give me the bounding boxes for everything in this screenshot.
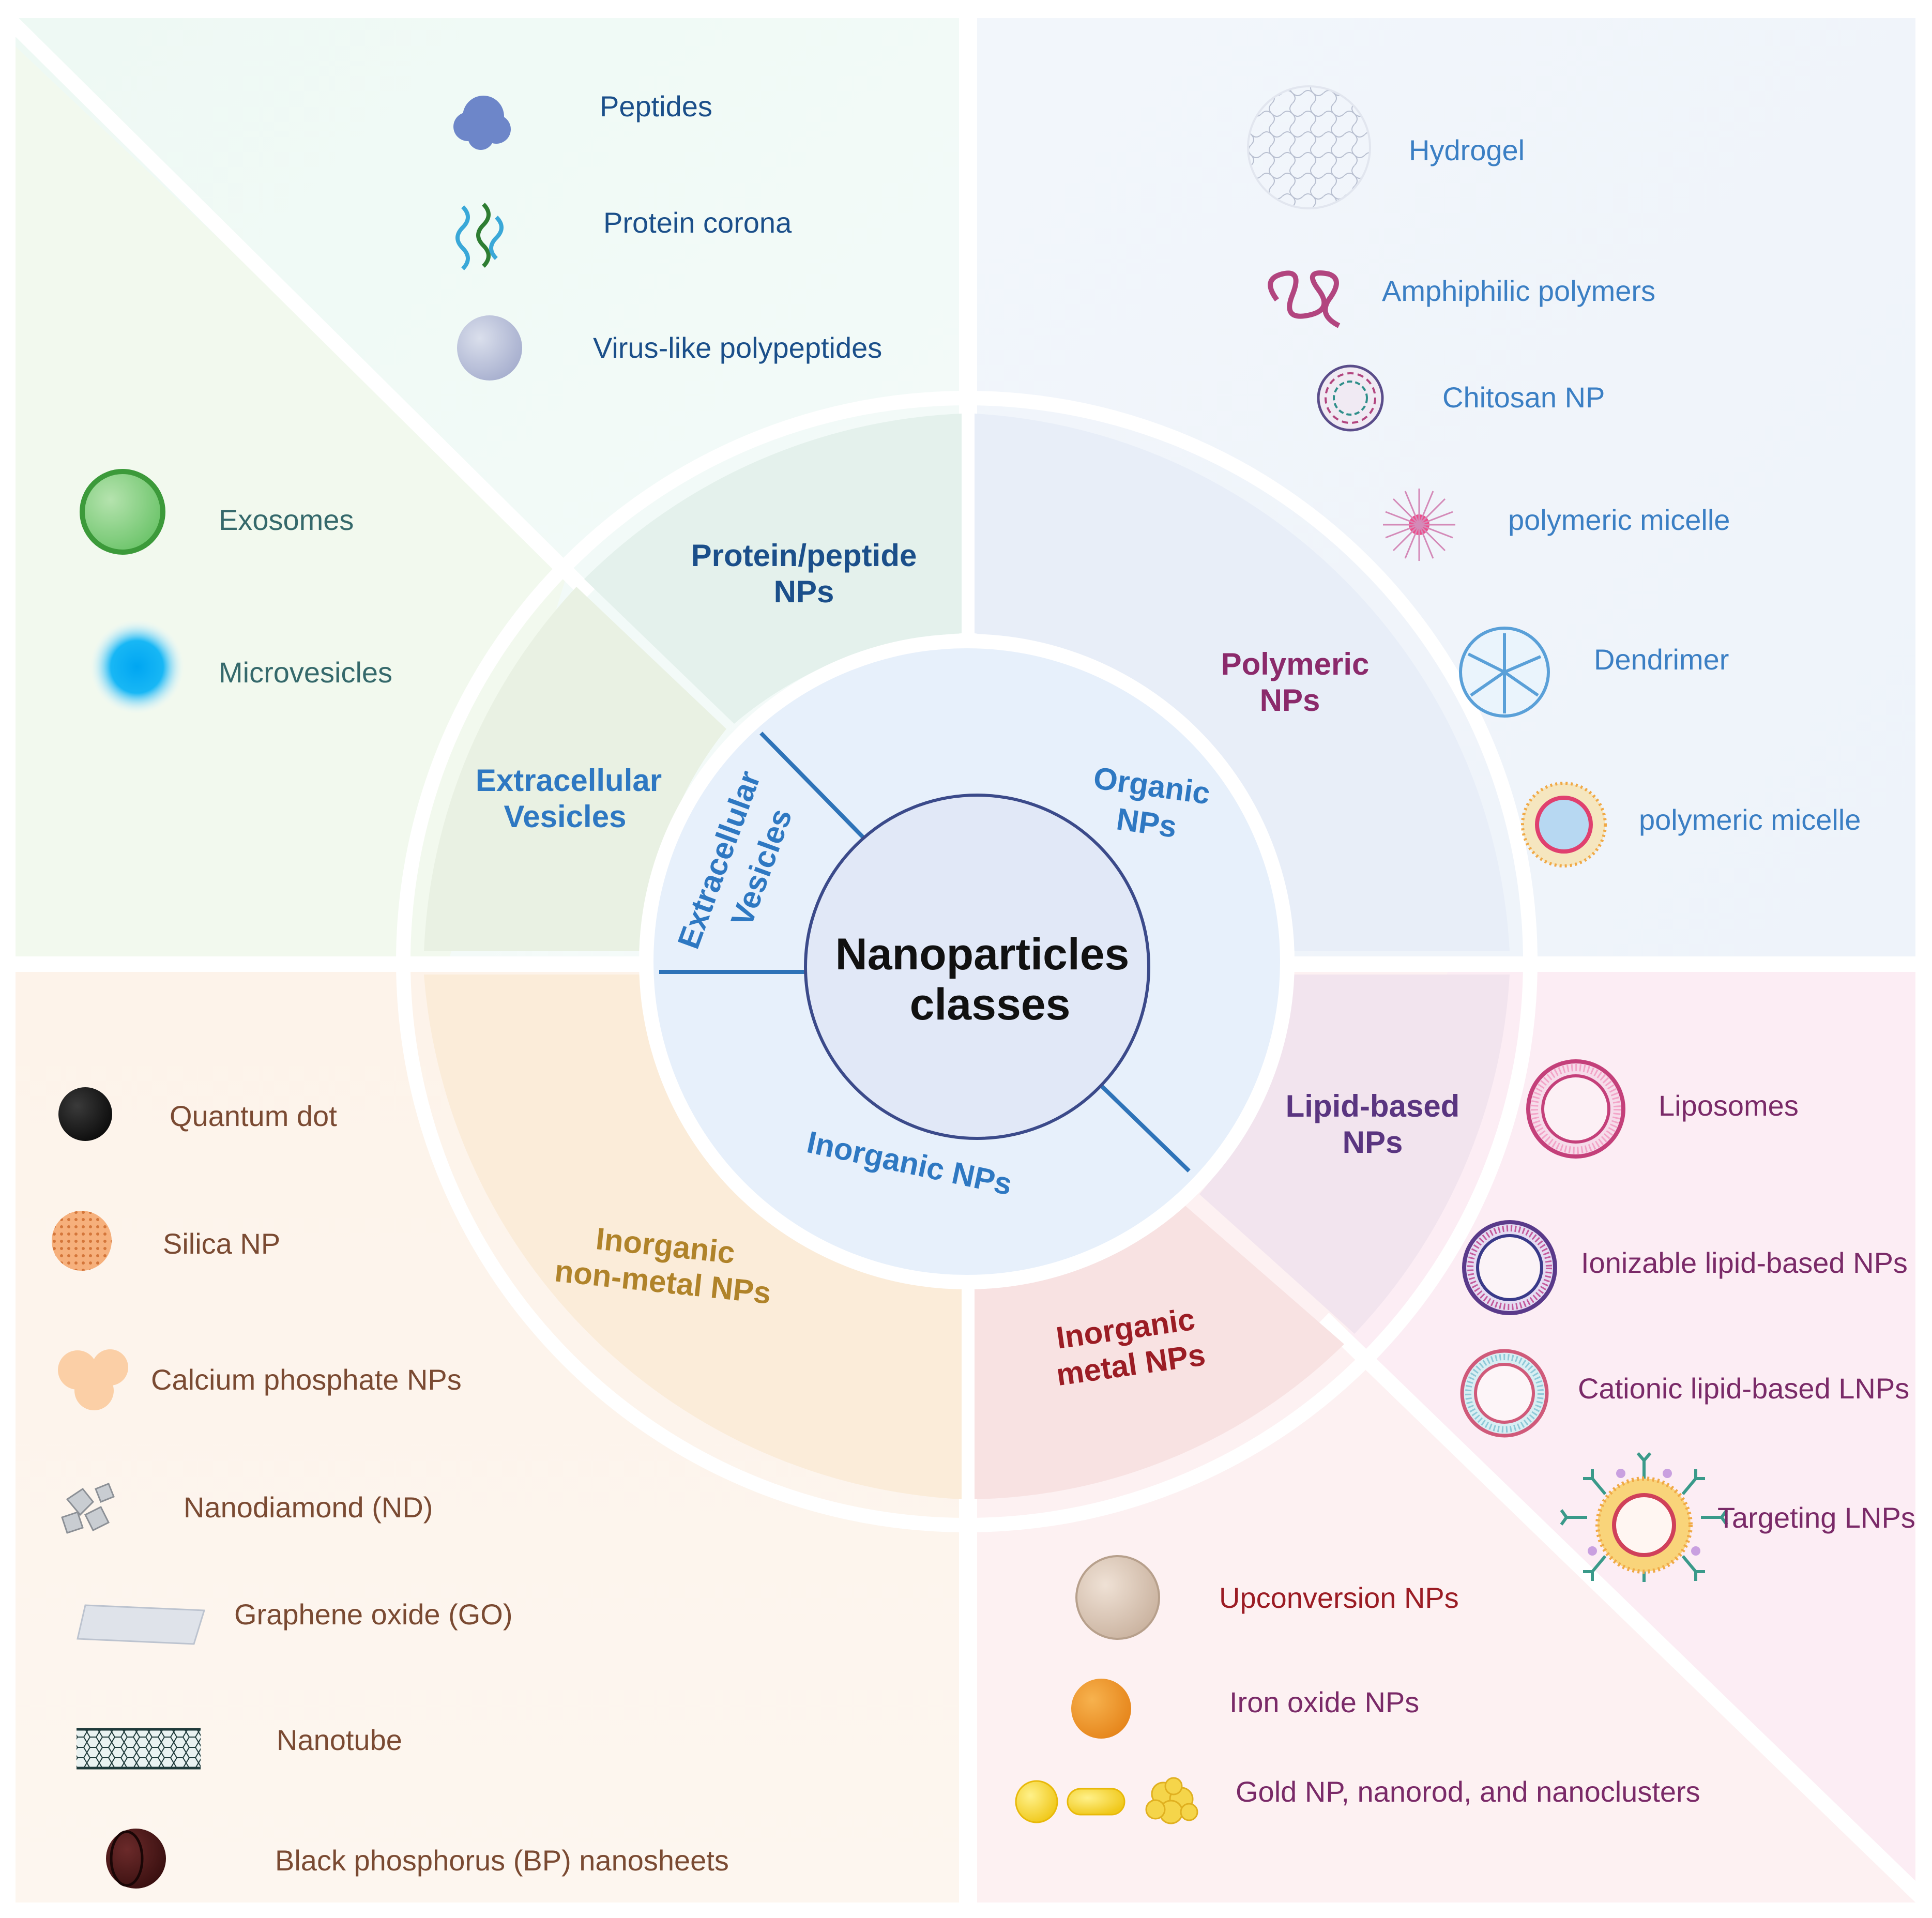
hydrogel-mesh-icon — [1247, 85, 1371, 209]
polymeric-micelle-icon — [1521, 782, 1607, 867]
dendrimer-icon — [1459, 627, 1550, 718]
nonmetal-item-label: Silica NP — [163, 1227, 280, 1260]
metal-items: Upconversion NPs Iron oxide NPs Gold NP,… — [1015, 1555, 1700, 1824]
middle-ring — [424, 414, 1510, 1499]
lipid-item-label: Cationic lipid-based LNPs — [1578, 1372, 1909, 1405]
polymeric-item-label: polymeric micelle — [1508, 504, 1730, 536]
sector-protein-peptide — [584, 414, 962, 724]
lipid-items: Liposomes Ionizable lipid-based NPs Cati… — [1460, 1059, 1915, 1582]
nanodiamond-icon — [61, 1483, 115, 1534]
center-circle — [804, 794, 1150, 1140]
polymeric-item-label: Hydrogel — [1409, 134, 1525, 166]
upconversion-np-icon — [1075, 1555, 1160, 1640]
mid-label-polymeric-1: Polymeric — [1221, 647, 1370, 681]
lipid-wedge-bg — [1344, 972, 1915, 1892]
mid-label-lipid-2: NPs — [1343, 1125, 1403, 1160]
mid-label-polymeric-2: NPs — [1260, 683, 1320, 718]
metal-item-label: Gold NP, nanorod, and nanoclusters — [1236, 1775, 1700, 1808]
metal-item-label: Upconversion NPs — [1219, 1581, 1459, 1614]
mid-label-ev-1: Extracellular — [476, 763, 662, 798]
microvesicle-icon — [89, 619, 185, 714]
inner-ring-dividers — [659, 732, 1191, 1173]
ev-wedge-bg — [16, 47, 569, 956]
mid-label-protein-2: NPs — [774, 574, 834, 609]
silica-np-icon — [52, 1211, 112, 1271]
quantum-dot-icon — [58, 1087, 112, 1141]
protein-item-label: Protein corona — [603, 206, 792, 239]
protein-item-label: Virus-like polypeptides — [593, 331, 882, 364]
liposome-icon — [1526, 1059, 1625, 1159]
middle-ring-outline — [396, 391, 1538, 1532]
polymeric-item-label: Amphiphilic polymers — [1382, 275, 1655, 307]
protein-ribbon-icon — [455, 203, 504, 270]
polymeric-items: Hydrogel Amphiphilic polymers Chitosan N… — [1247, 85, 1861, 867]
protein-items: Peptides Protein corona Virus-like polyp… — [453, 90, 882, 380]
polymeric-item-label: Dendrimer — [1594, 643, 1729, 676]
micelle-burst-icon — [1383, 489, 1455, 561]
sector-nonmetal — [424, 975, 962, 1499]
cationic-lnp-icon — [1460, 1349, 1549, 1438]
gold-nanostructures-icon — [1015, 1777, 1198, 1824]
polymeric-item-label: polymeric micelle — [1639, 803, 1861, 836]
nanotube-icon — [77, 1728, 201, 1770]
exosome-icon — [80, 469, 165, 555]
center-title-line1: Nanoparticles — [835, 930, 1130, 979]
mid-label-protein-1: Protein/peptide — [691, 538, 917, 573]
graphene-oxide-icon — [77, 1604, 206, 1645]
iron-oxide-icon — [1071, 1679, 1131, 1739]
sector-extracellular — [424, 587, 726, 951]
metal-item-label: Iron oxide NPs — [1229, 1686, 1419, 1718]
calcium-phosphate-icon — [58, 1349, 128, 1410]
protein-item-label: Peptides — [600, 90, 712, 123]
mid-label-ev-2: Vesicles — [504, 799, 627, 834]
ev-items: Exosomes Microvesicles — [80, 469, 392, 714]
targeting-lnp-icon — [1560, 1452, 1728, 1582]
nonmetal-items: Quantum dot Silica NP Calcium phosphate … — [52, 1087, 729, 1889]
ev-item-label: Microvesicles — [219, 656, 392, 689]
lipid-item-label: Liposomes — [1659, 1089, 1799, 1122]
center-node: Nanoparticles classes — [804, 794, 1150, 1140]
nonmetal-item-label: Graphene oxide (GO) — [234, 1598, 512, 1631]
amphiphilic-polymer-icon — [1268, 270, 1341, 328]
black-phosphorus-icon — [106, 1829, 166, 1889]
polymeric-item-label: Chitosan NP — [1442, 381, 1605, 414]
vlp-sphere-icon — [457, 315, 522, 380]
nonmetal-item-label: Quantum dot — [170, 1100, 337, 1132]
peptide-cluster-icon — [453, 96, 511, 150]
ev-item-label: Exosomes — [219, 504, 354, 536]
nonmetal-item-label: Black phosphorus (BP) nanosheets — [275, 1844, 729, 1877]
inner-label-organic-2: NPs — [1114, 801, 1179, 844]
ionizable-lnp-icon — [1462, 1220, 1557, 1315]
nonmetal-item-label: Nanotube — [277, 1724, 402, 1756]
nonmetal-item-label: Nanodiamond (ND) — [184, 1491, 433, 1524]
chitosan-np-icon — [1317, 364, 1384, 432]
nonmetal-item-label: Calcium phosphate NPs — [151, 1363, 462, 1396]
sector-metal — [975, 1205, 1344, 1499]
mid-label-lipid-1: Lipid-based — [1286, 1089, 1460, 1123]
lipid-item-label: Ionizable lipid-based NPs — [1581, 1246, 1908, 1279]
sector-polymeric — [975, 414, 1510, 951]
lipid-item-label: Targeting LNPs — [1717, 1501, 1915, 1534]
center-title-line2: classes — [910, 980, 1071, 1029]
